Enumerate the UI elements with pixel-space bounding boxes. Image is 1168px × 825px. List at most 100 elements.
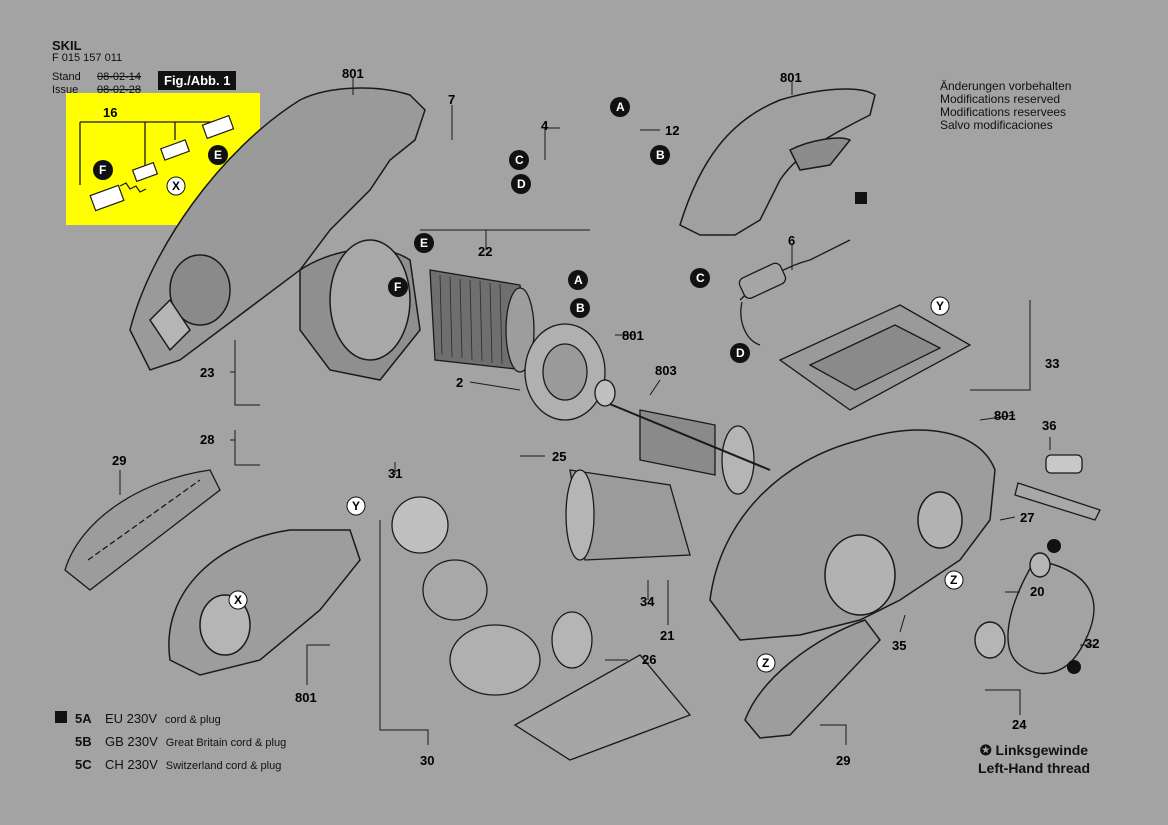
- legend-code: 5C: [75, 757, 92, 772]
- stator: [429, 269, 535, 373]
- callout-29-left: 29: [112, 453, 126, 468]
- brand-name: SKIL: [52, 38, 82, 53]
- legend-code: 5A: [75, 711, 92, 726]
- svg-text:D: D: [736, 346, 745, 360]
- callout-23: 23: [200, 365, 214, 380]
- callout-25: 25: [552, 449, 566, 464]
- cord-legend: 5A EU 230V cord & plug 5B GB 230V Great …: [55, 708, 286, 777]
- base-plate: [778, 304, 972, 411]
- cord-square-marker: [855, 192, 867, 204]
- svg-text:F: F: [99, 163, 106, 177]
- svg-text:A: A: [616, 100, 625, 114]
- depth-knob: [391, 496, 541, 696]
- motor-housing: [565, 469, 691, 561]
- callout-2: 2: [456, 375, 463, 390]
- legend-spacer: [55, 757, 67, 769]
- marker-e-stator: E: [414, 233, 434, 253]
- svg-text:D: D: [517, 177, 526, 191]
- part-number-callouts: 801 801 801 801 801 803 7 4 12 16 22 6 2…: [103, 66, 1099, 768]
- marker-z-housing: Z: [944, 570, 964, 590]
- marker-x-highlight: X: [166, 176, 186, 196]
- note-es: Salvo modificaciones: [940, 118, 1053, 132]
- callout-34: 34: [640, 594, 655, 609]
- marker-b-stator: B: [570, 298, 590, 318]
- marker-c-top: C: [509, 150, 529, 170]
- housing-half-left: [168, 529, 361, 676]
- callout-32: 32: [1085, 636, 1099, 651]
- legend-desc: Switzerland cord & plug: [165, 760, 282, 772]
- svg-text:B: B: [576, 301, 585, 315]
- callout-31: 31: [388, 466, 402, 481]
- legend-row-5a: 5A EU 230V cord & plug: [55, 708, 286, 731]
- power-cord: [738, 239, 851, 346]
- connection-markers: A B C D E F E F A B C D: [93, 97, 750, 363]
- belt-drive: [974, 552, 1095, 675]
- left-hand-thread-note: ✪ Linksgewinde Left-Hand thread: [978, 741, 1090, 777]
- figure-label: Fig./Abb. 1: [158, 71, 237, 90]
- svg-text:Y: Y: [936, 299, 944, 313]
- legend-voltage: GB 230V: [105, 734, 158, 749]
- callout-35: 35: [892, 638, 906, 653]
- sole-plate: [513, 611, 692, 761]
- callout-4: 4: [541, 118, 549, 133]
- legend-desc: Great Britain cord & plug: [165, 737, 287, 749]
- callout-20: 20: [1030, 584, 1044, 599]
- marker-c-cord: C: [690, 268, 710, 288]
- side-cover-right: [744, 619, 881, 739]
- callout-33: 33: [1045, 356, 1059, 371]
- svg-text:E: E: [214, 148, 222, 162]
- callout-7: 7: [448, 92, 455, 107]
- note-fr: Modifications reservees: [940, 105, 1067, 119]
- marker-x-lower: X: [228, 590, 248, 610]
- left-hand-thread-markers: [1047, 539, 1081, 674]
- note-de: Änderungen vorbehalten: [940, 79, 1072, 93]
- note-en: Modifications reserved: [940, 92, 1061, 106]
- star-icon: ✪: [979, 742, 992, 758]
- left-hand-de: ✪ Linksgewinde: [979, 742, 1089, 758]
- carbon-brush-parts: [89, 114, 235, 212]
- legend-voltage: EU 230V: [105, 711, 158, 726]
- callout-26: 26: [642, 652, 656, 667]
- handle: [679, 88, 876, 236]
- svg-text:E: E: [420, 236, 428, 250]
- callout-21: 21: [660, 628, 674, 643]
- marker-y-lower: Y: [346, 496, 366, 516]
- assembly-markers: X X Y Y Z Z: [166, 176, 964, 673]
- armature-assembly: [524, 323, 771, 495]
- svg-text:Y: Y: [352, 499, 360, 513]
- left-hand-en: Left-Hand thread: [978, 760, 1090, 776]
- legend-desc: cord & plug: [165, 714, 221, 726]
- stand-label: Stand: [52, 71, 81, 83]
- marker-f-highlight: F: [93, 160, 113, 180]
- callout-29-right: 29: [836, 753, 850, 768]
- callout-28: 28: [200, 432, 214, 447]
- gear-housing: [709, 429, 996, 641]
- legend-row-5c: 5C CH 230V Switzerland cord & plug: [55, 754, 286, 777]
- part-code: F 015 157 011: [52, 52, 123, 64]
- callout-803: 803: [655, 363, 677, 378]
- callout-801-bottom: 801: [295, 690, 317, 705]
- svg-text:Z: Z: [950, 573, 957, 587]
- legend-square-icon: [55, 711, 67, 723]
- svg-text:Z: Z: [762, 656, 769, 670]
- svg-text:X: X: [172, 179, 180, 193]
- svg-text:C: C: [515, 153, 524, 167]
- callout-12: 12: [665, 123, 679, 138]
- callout-30: 30: [420, 753, 434, 768]
- callout-801-center: 801: [622, 328, 644, 343]
- svg-text:F: F: [394, 280, 401, 294]
- svg-text:A: A: [574, 273, 583, 287]
- wrench: [1014, 454, 1101, 521]
- marker-f-stator: F: [388, 277, 408, 297]
- svg-text:X: X: [234, 593, 242, 607]
- marker-d-top: D: [511, 174, 531, 194]
- callout-801-top-right: 801: [780, 70, 802, 85]
- callout-24: 24: [1012, 717, 1027, 732]
- svg-text:B: B: [656, 148, 665, 162]
- modification-notes: Änderungen vorbehalten Modifications res…: [940, 80, 1071, 132]
- marker-a-top: A: [610, 97, 630, 117]
- marker-y-base: Y: [930, 296, 950, 316]
- marker-e-highlight: E: [208, 145, 228, 165]
- callout-22: 22: [478, 244, 492, 259]
